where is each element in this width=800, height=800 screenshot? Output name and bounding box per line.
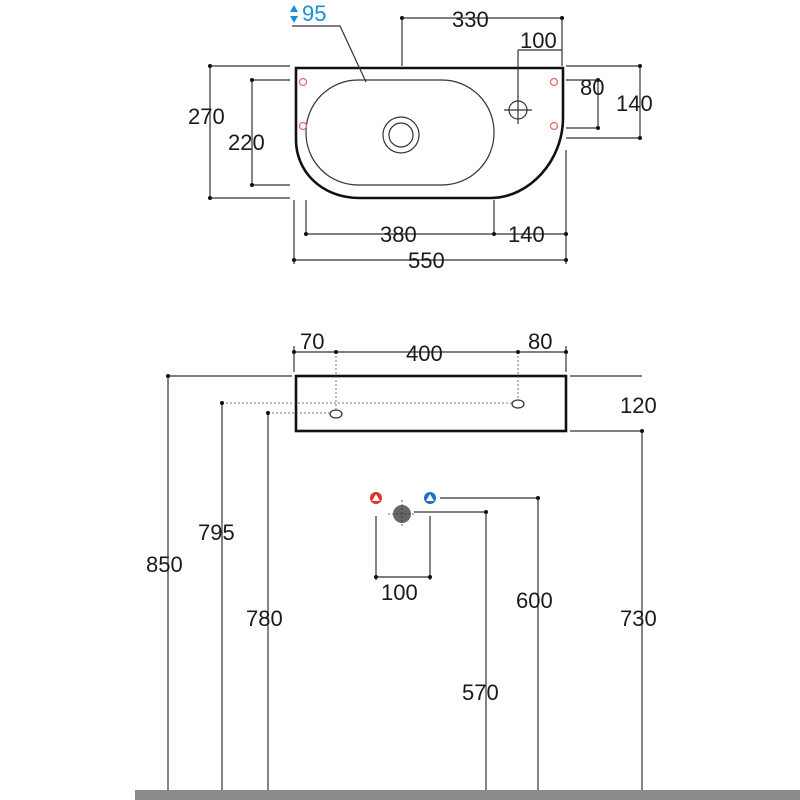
front-view: 70 400 80 120 850 795 780 730 [135,329,800,800]
depth-arrow-icon [290,5,298,23]
label-270: 270 [188,104,225,129]
label-80-front: 80 [528,329,552,354]
label-550: 550 [408,248,445,273]
floor-line [135,790,800,800]
label-400: 400 [406,341,443,366]
drain-inner [388,122,414,148]
label-100-front: 100 [381,580,418,605]
label-100-top: 100 [520,28,557,53]
label-570: 570 [462,680,499,705]
drain-outer [382,116,420,154]
label-220: 220 [228,130,265,155]
label-795: 795 [198,520,235,545]
fixing-holes [298,77,559,131]
hot-water-icon [370,492,382,504]
inner-bowl [305,79,495,186]
basin-front [294,374,568,433]
label-80-top: 80 [580,75,604,100]
label-780: 780 [246,606,283,631]
label-380: 380 [380,222,417,247]
basin-outline [294,66,565,200]
waste-outlet-icon [388,500,416,528]
label-95: 95 [302,1,326,26]
top-view: 95 330 100 80 140 270 220 [188,1,653,273]
fixing-hole-right [511,399,525,409]
label-850: 850 [146,552,183,577]
label-600: 600 [516,588,553,613]
label-140-right: 140 [616,91,653,116]
label-70: 70 [300,329,324,354]
fixing-hole-left [329,409,343,419]
label-140-bottom: 140 [508,222,545,247]
label-330: 330 [452,7,489,32]
label-730: 730 [620,606,657,631]
cold-water-icon [424,492,436,504]
label-120: 120 [620,393,657,418]
